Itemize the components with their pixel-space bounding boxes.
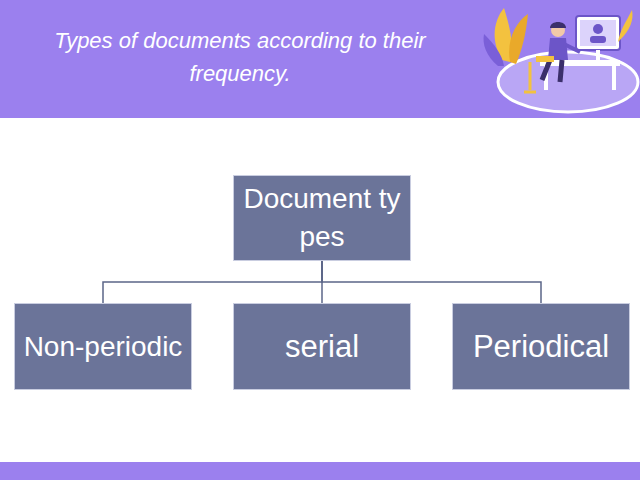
office-illustration bbox=[480, 0, 640, 118]
slide-title: Types of documents according to their fr… bbox=[10, 24, 470, 90]
box-label: serial bbox=[281, 328, 363, 366]
tree-connector bbox=[322, 261, 541, 303]
process-box: Periodical bbox=[452, 303, 630, 390]
footer-band bbox=[0, 462, 640, 480]
box-label: Periodical bbox=[469, 328, 613, 366]
process-box: Non-periodic bbox=[14, 303, 192, 390]
process-box: serial bbox=[233, 303, 411, 390]
tree-connector bbox=[103, 261, 322, 303]
process-box: Document types bbox=[233, 175, 411, 261]
box-label: Non-periodic bbox=[20, 328, 187, 366]
box-label: Document types bbox=[234, 180, 410, 256]
